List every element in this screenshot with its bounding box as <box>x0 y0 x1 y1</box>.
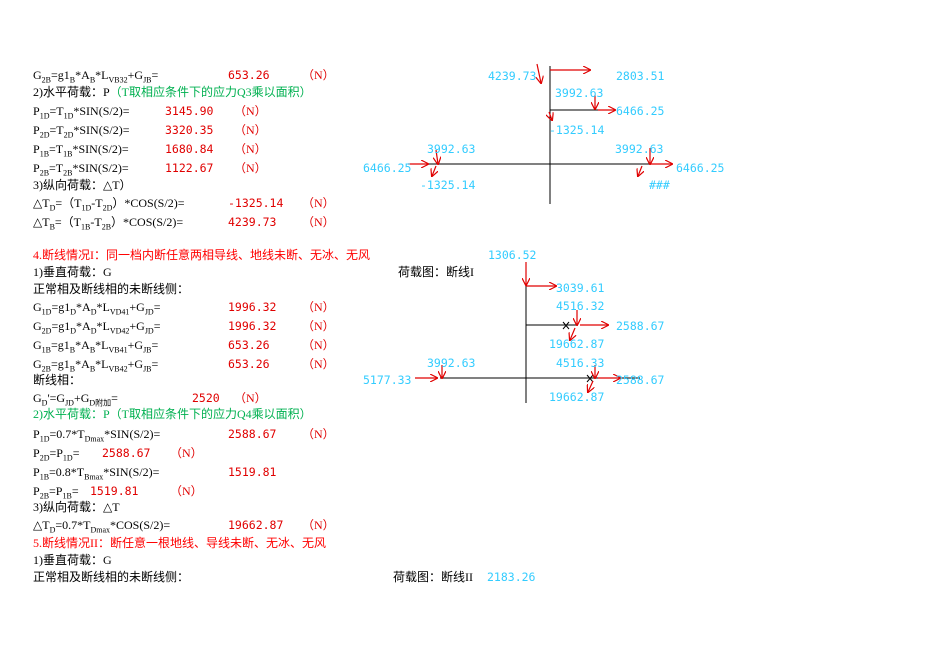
value-gd-prime: 2520 <box>192 391 220 405</box>
d1-label-minus1325-left: -1325.14 <box>420 178 476 192</box>
value-p1d: 3145.90 <box>165 104 214 118</box>
d2-label-1306: 1306.52 <box>488 248 537 262</box>
d1-label-overflow: ### <box>649 178 670 192</box>
unit-label: （N） <box>302 338 335 352</box>
unit-label: （N） <box>302 300 335 314</box>
formula-g1b: G1B=g1B*AB*LVB41+GJB= <box>33 338 159 355</box>
d2-label-3992: 3992.63 <box>427 356 476 370</box>
formula-g1d: G1D=g1D*AD*LVD41+GJD= <box>33 300 161 317</box>
d2-label-3039: 3039.61 <box>556 281 605 295</box>
formula-p2b: P2B=T2B*SIN(S/2)= <box>33 161 129 178</box>
formula-p1b-2: P1B=0.8*TBmax*SIN(S/2)= <box>33 465 160 482</box>
d2-label-2588-right: 2588.67 <box>616 373 665 387</box>
subsection-label-2: 正常相及断线相的未断线侧： <box>33 570 190 584</box>
d2-label-5177: 5177.33 <box>363 373 412 387</box>
unit-label: （N） <box>302 319 335 333</box>
unit-label: （N） <box>234 161 267 175</box>
value-p1b-2: 1519.81 <box>228 465 277 479</box>
formula-g2b-2: G2B=g1B*AB*LVB42+GJB= <box>33 357 159 374</box>
formula-gd-prime: GD'=GJD+GD附加= <box>33 391 118 408</box>
unit-label: （N） <box>170 484 203 498</box>
unit-label: （N） <box>302 357 335 371</box>
unit-label: （N） <box>302 427 335 441</box>
longitudinal-load-title: 3)纵向荷载：△T） <box>33 178 132 192</box>
value-dtd: -1325.14 <box>228 196 284 210</box>
vertical-load-title: 1)垂直荷载：G <box>33 265 112 279</box>
formula-g2b: G2B=g1B*AB*LVB32+GJB= <box>33 68 159 85</box>
formula-dtb: △TB=（T1B-T2B）*COS(S/2)= <box>33 215 184 232</box>
unit-label: （N） <box>302 215 335 229</box>
value-p1b: 1680.84 <box>165 142 214 156</box>
longitudinal-load-title-2: 3)纵向荷载：△T <box>33 500 120 514</box>
value-dtd-2: 19662.87 <box>228 518 284 532</box>
value-p2b-2: 1519.81 <box>90 484 139 498</box>
d1-label-6466-left: 6466.25 <box>363 161 412 175</box>
unit-label: （N） <box>234 391 267 405</box>
formula-p2b-2: P2B=P1B= <box>33 484 79 501</box>
d2-label-4516-bottom: 4516.33 <box>556 356 605 370</box>
unit-label: （N） <box>234 123 267 137</box>
unit-label: （N） <box>302 196 335 210</box>
d1-label-3992-top: 3992.63 <box>555 86 604 100</box>
unit-label: （N） <box>302 518 335 532</box>
d1-label-minus1325-top: -1325.14 <box>549 123 605 137</box>
d1-label-6466-mid: 6466.25 <box>616 104 665 118</box>
unit-label: （N） <box>302 68 335 82</box>
d1-label-2803: 2803.51 <box>616 69 665 83</box>
d2-label-19662-top: 19662.87 <box>549 337 605 351</box>
formula-p1d: P1D=T1D*SIN(S/2)= <box>33 104 130 121</box>
value-p2d-2: 2588.67 <box>102 446 151 460</box>
unit-label: （N） <box>234 104 267 118</box>
broken-phase-label: 断线相： <box>33 373 82 387</box>
formula-dtd: △TD=（T1D-T2D）*COS(S/2)= <box>33 196 185 213</box>
formula-p1d-2: P1D=0.7*TDmax*SIN(S/2)= <box>33 427 161 444</box>
formula-g2d: G2D=g1D*AD*LVD42+GJD= <box>33 319 161 336</box>
value-g2d: 1996.32 <box>228 319 277 333</box>
section5-heading: 5.断线情况II：断任意一根地线、导线未断、无冰、无风 <box>33 536 326 550</box>
formula-p2d-2: P2D=P1D= <box>33 446 80 463</box>
formula-p1b: P1B=T1B*SIN(S/2)= <box>33 142 129 159</box>
diagram-title-broken-1: 荷载图：断线I <box>398 265 474 279</box>
formula-p2d: P2D=T2D*SIN(S/2)= <box>33 123 130 140</box>
d2-label-4516-top: 4516.32 <box>556 299 605 313</box>
subsection-label: 正常相及断线相的未断线侧： <box>33 282 190 296</box>
value-g1b: 653.26 <box>228 338 270 352</box>
unit-label: （N） <box>170 446 203 460</box>
horizontal-load-title-2: 2)水平荷载：P（T取相应条件下的应力Q4乘以面积） <box>33 407 312 421</box>
horizontal-load-title: 2)水平荷载：P（T取相应条件下的应力Q3乘以面积） <box>33 85 312 99</box>
value-g2b-2: 653.26 <box>228 357 270 371</box>
value-p2d: 3320.35 <box>165 123 214 137</box>
value-p2b: 1122.67 <box>165 161 214 175</box>
d2-label-2588-mid: 2588.67 <box>616 319 665 333</box>
diagram-title-broken-2: 荷载图：断线II <box>393 570 473 584</box>
unit-label: （N） <box>234 142 267 156</box>
d2-label-19662-bottom: 19662.87 <box>549 390 605 404</box>
section4-heading: 4.断线情况I：同一档内断任意两相导线、地线未断、无冰、无风 <box>33 248 370 262</box>
d1-label-4239: 4239.73 <box>488 69 537 83</box>
value-p1d-2: 2588.67 <box>228 427 277 441</box>
d1-label-3992-right: 3992.63 <box>615 142 664 156</box>
value-g1d: 1996.32 <box>228 300 277 314</box>
diagram2-value-top: 2183.26 <box>487 570 536 584</box>
formula-dtd-2: △TD=0.7*TDmax*COS(S/2)= <box>33 518 171 535</box>
d1-label-6466-right: 6466.25 <box>676 161 725 175</box>
value-dtb: 4239.73 <box>228 215 277 229</box>
value-g2b: 653.26 <box>228 68 270 82</box>
d1-label-3992-left: 3992.63 <box>427 142 476 156</box>
vertical-load-title-3: 1)垂直荷载：G <box>33 553 112 567</box>
